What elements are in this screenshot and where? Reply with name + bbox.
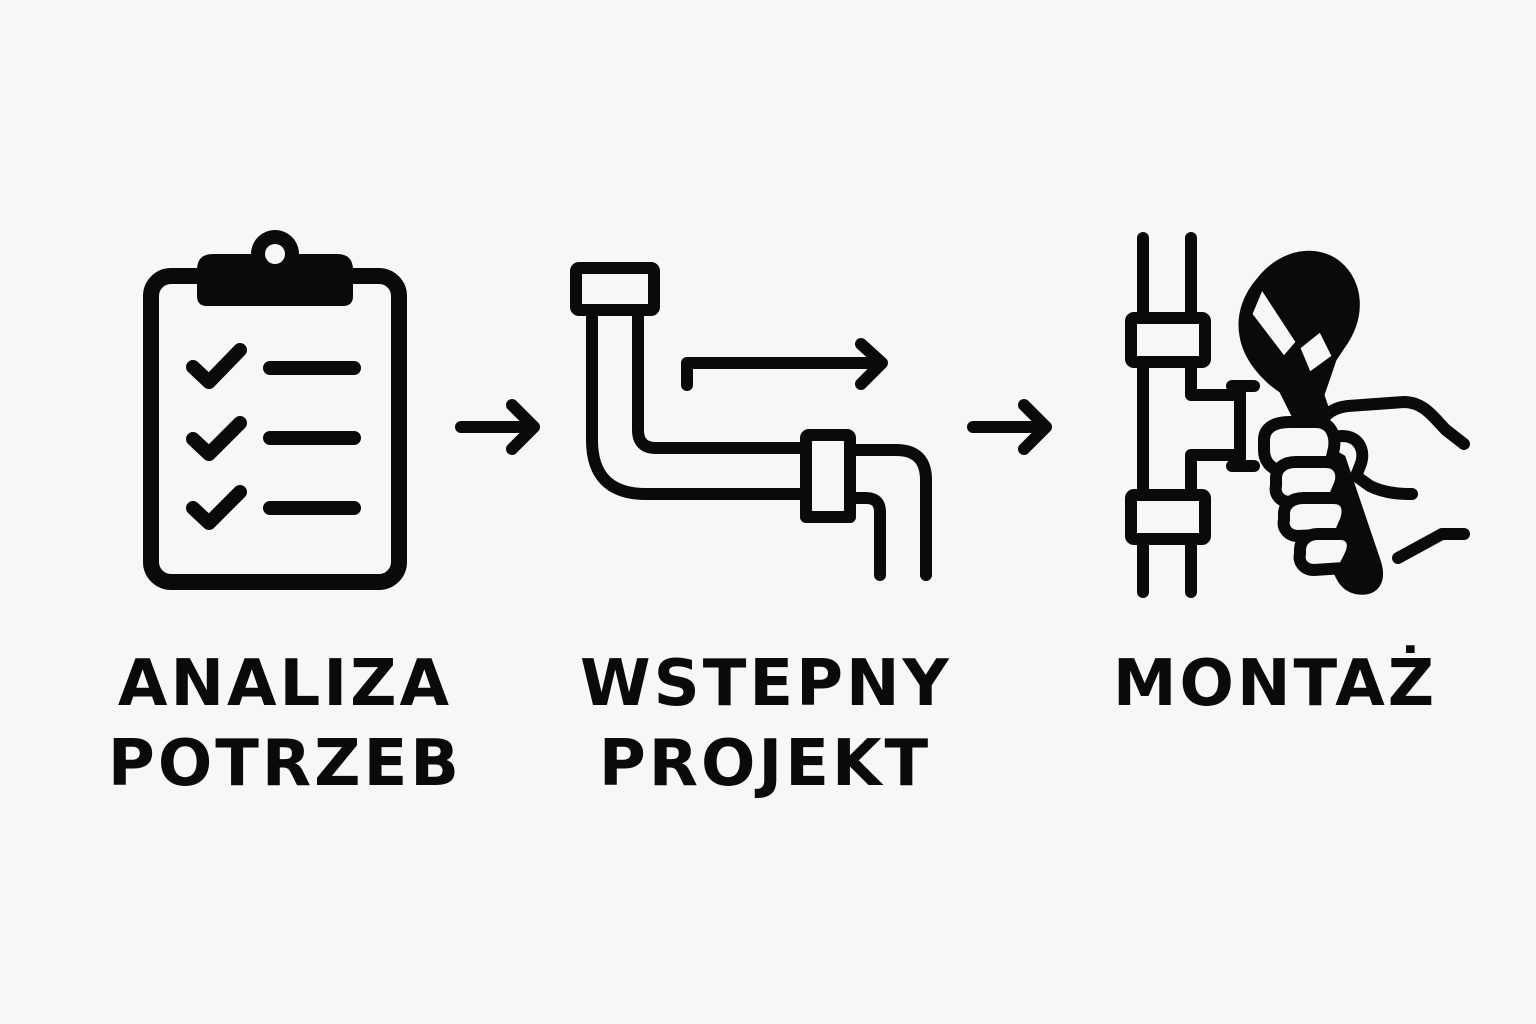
wrench-pipe-icon: [1125, 232, 1470, 598]
clipboard-checklist-icon: [143, 230, 407, 590]
step-label-line: MONTAŻ: [1112, 647, 1438, 721]
step-label-line: WSTEPNY: [580, 647, 952, 721]
step-label-installation: MONTAŻ: [1090, 644, 1460, 724]
arrow-right-icon: [967, 399, 1052, 455]
arrow-right-icon: [455, 399, 540, 455]
step-label-design: WSTEPNY PROJEKT: [580, 644, 950, 804]
step-label-line: PROJEKT: [598, 727, 932, 801]
step-label-line: POTRZEB: [107, 727, 463, 801]
step-label-line: ANALIZA: [117, 647, 453, 721]
pipe-design-icon: [570, 262, 932, 581]
step-label-analysis: ANALIZA POTRZEB: [100, 644, 470, 804]
